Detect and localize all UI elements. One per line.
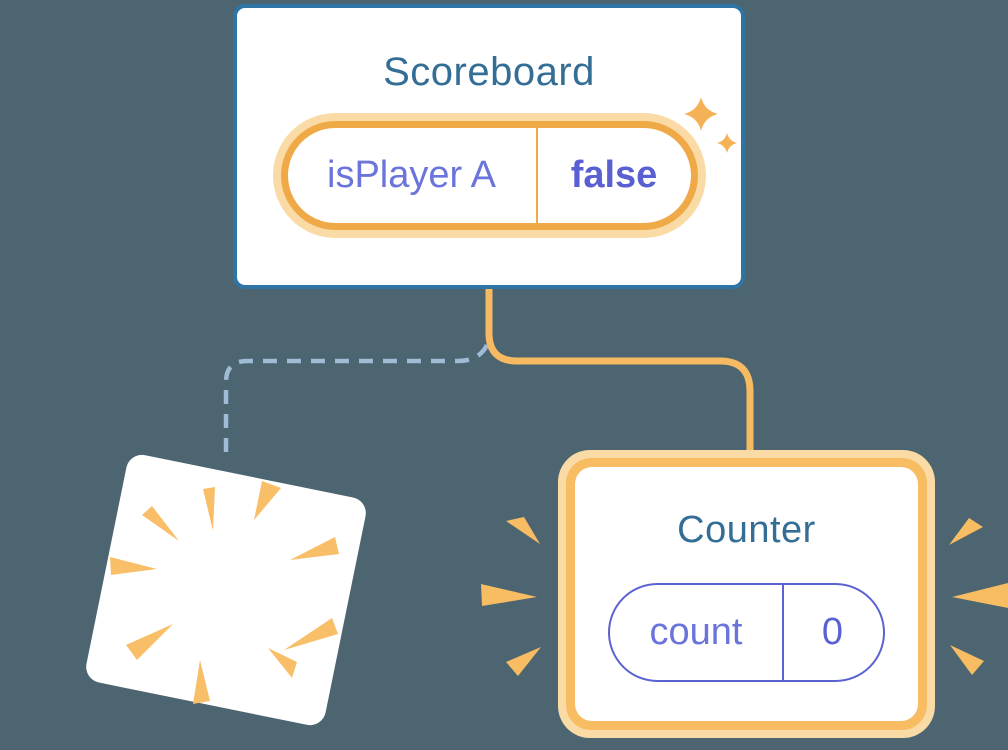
dashed-connector-line [223,343,490,461]
state-pill-divider [535,128,538,223]
destroyed-component-card [86,454,366,726]
counter-title: Counter [677,509,816,551]
explosion-burst-icon [110,481,339,704]
scoreboard-state-pill-inner: isPlayer A false [287,128,691,223]
counter-card: Counter count 0 [575,467,918,721]
scoreboard-state-pill: isPlayer A false [280,121,698,230]
count-pill-divider [782,585,784,680]
counter-card-border: Counter count 0 [566,458,927,730]
emphasis-marks-right-icon [949,518,1008,675]
counter-state-pill: count 0 [608,583,885,682]
counter-card-glow: Counter count 0 [558,450,935,738]
state-connector-line [485,287,754,454]
scoreboard-state-label: isPlayer A [327,154,496,196]
scoreboard-title: Scoreboard [383,50,595,94]
sparkles-icon [684,97,737,153]
scoreboard-card: Scoreboard isPlayer A false [233,4,745,289]
counter-state-value: 0 [821,611,844,653]
emphasis-marks-left-icon [481,517,541,676]
scoreboard-state-value: false [570,154,658,196]
scoreboard-state-pill-glow: isPlayer A false [272,113,706,238]
counter-state-label: count [649,611,743,653]
